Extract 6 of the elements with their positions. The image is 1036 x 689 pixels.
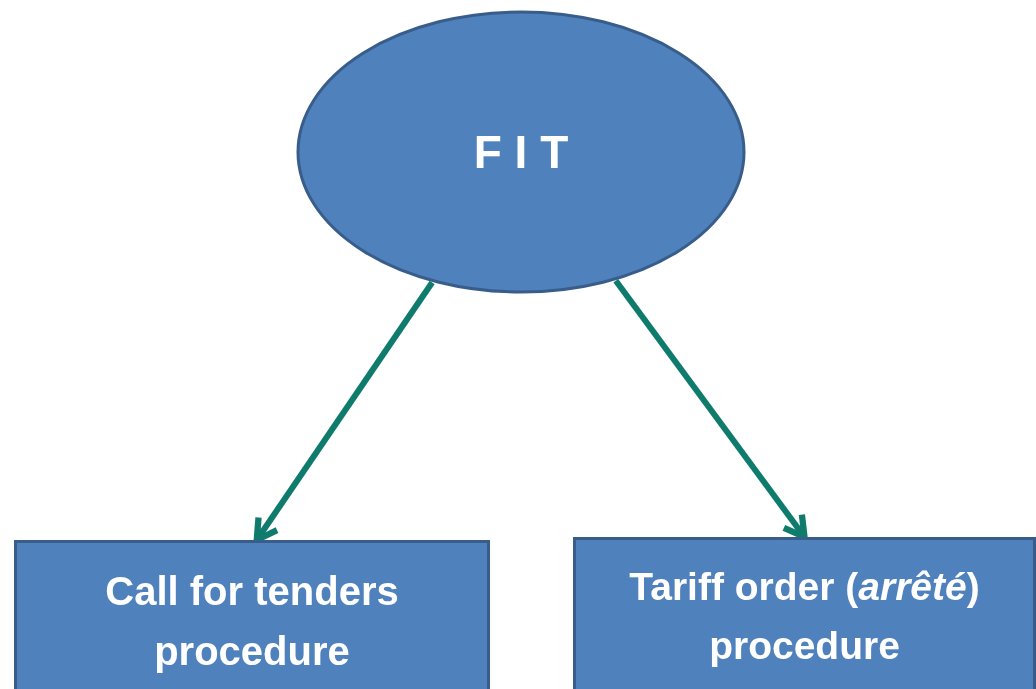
ellipse-node [296,10,746,294]
process-box [14,540,490,689]
node-label: F I T [473,124,569,180]
node-label: Call for tenders procedure [104,568,400,675]
process-box [573,537,1036,689]
node-label: Tariff order (arrêté) procedure [628,564,981,669]
